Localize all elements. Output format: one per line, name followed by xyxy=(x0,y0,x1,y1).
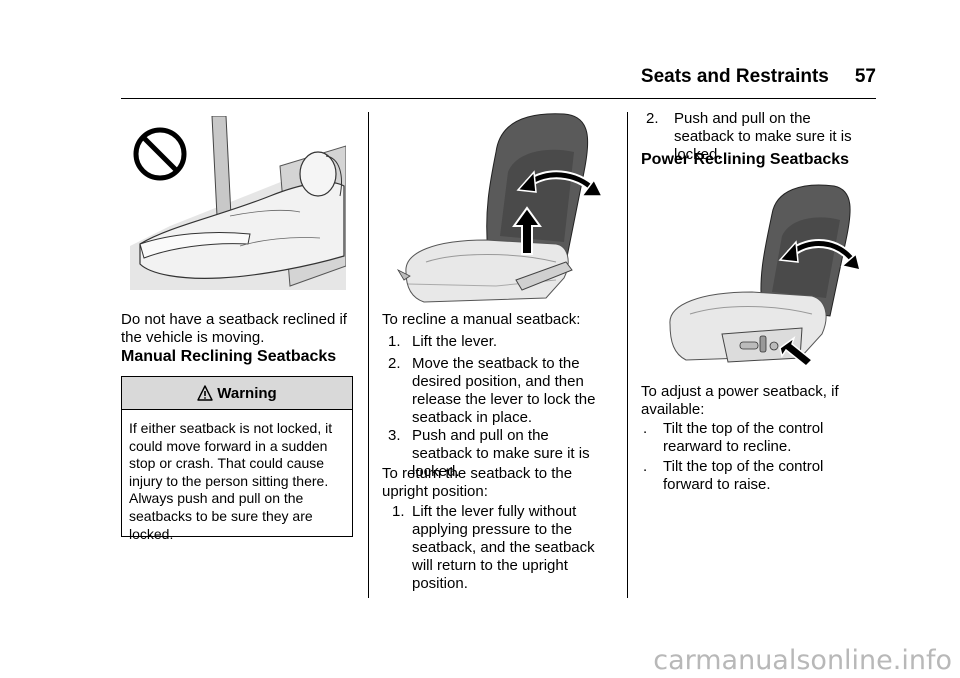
section-title: Seats and Restraints xyxy=(640,66,829,87)
power-seat-illustration xyxy=(669,184,862,368)
step-text: Lift the lever. xyxy=(412,333,498,350)
step-number: 1. xyxy=(392,503,405,520)
page-number: 57 xyxy=(854,66,876,87)
recline-caution-text: Do not have a seatback reclined if the v… xyxy=(121,311,347,346)
bullet-text: Tilt the top of the control rearward to … xyxy=(663,420,824,455)
step-text: Lift the lever fully without applying pr… xyxy=(412,503,595,592)
warning-header: Warning xyxy=(122,377,352,410)
warning-box: Warning If either seatback is not locked… xyxy=(121,376,353,542)
list-item: . Tilt the top of the control rearward t… xyxy=(643,420,873,456)
column-divider xyxy=(627,112,628,598)
bullet-text: Tilt the top of the control forward to r… xyxy=(663,458,824,493)
recline-arrow-icon xyxy=(778,239,862,271)
warning-text: If either seatback is not locked, it cou… xyxy=(129,420,333,542)
reclined-occupant-illustration xyxy=(130,116,346,290)
step-number: 2. xyxy=(646,110,659,127)
page-header: Seats and Restraints 57 xyxy=(0,66,876,88)
list-item: 1. Lift the lever. xyxy=(388,333,618,351)
list-item: 2. Move the seatback to the desired posi… xyxy=(388,355,608,427)
power-adjust-intro: To adjust a power seatback, if available… xyxy=(641,383,839,418)
warning-title: Warning xyxy=(217,384,277,402)
watermark: carmanualsonline.info xyxy=(653,645,952,676)
step-number: 2. xyxy=(388,355,401,372)
power-reclining-heading: Power Reclining Seatbacks xyxy=(641,151,850,168)
bullet-mark: . xyxy=(643,420,648,437)
list-item: 1. Lift the lever fully without applying… xyxy=(392,503,618,593)
column-divider xyxy=(368,112,369,598)
manual-seat-illustration xyxy=(396,113,604,303)
lift-arrow-icon xyxy=(512,206,542,255)
list-item: 2. Push and pull on the seatback to make… xyxy=(646,110,872,164)
prohibition-icon xyxy=(133,127,187,181)
manual-reclining-heading: Manual Reclining Seatbacks xyxy=(121,348,337,365)
list-item: . Tilt the top of the control forward to… xyxy=(643,458,875,494)
step-text: Push and pull on the seatback to make su… xyxy=(412,427,590,480)
return-upright-intro: To return the seatback to the upright po… xyxy=(382,465,573,500)
recline-arrow-icon xyxy=(516,170,604,197)
control-pointer-icon xyxy=(779,336,814,368)
warning-triangle-icon xyxy=(197,385,213,401)
recline-manual-intro: To recline a manual seatback: xyxy=(382,311,581,328)
header-rule xyxy=(121,98,876,99)
step-number: 1. xyxy=(388,333,401,350)
step-text: Move the seatback to the desired positio… xyxy=(412,355,596,426)
list-item: 3. Push and pull on the seatback to make… xyxy=(388,427,612,481)
step-number: 3. xyxy=(388,427,401,444)
step-text: Push and pull on the seatback to make su… xyxy=(674,110,852,163)
bullet-mark: . xyxy=(643,458,648,475)
